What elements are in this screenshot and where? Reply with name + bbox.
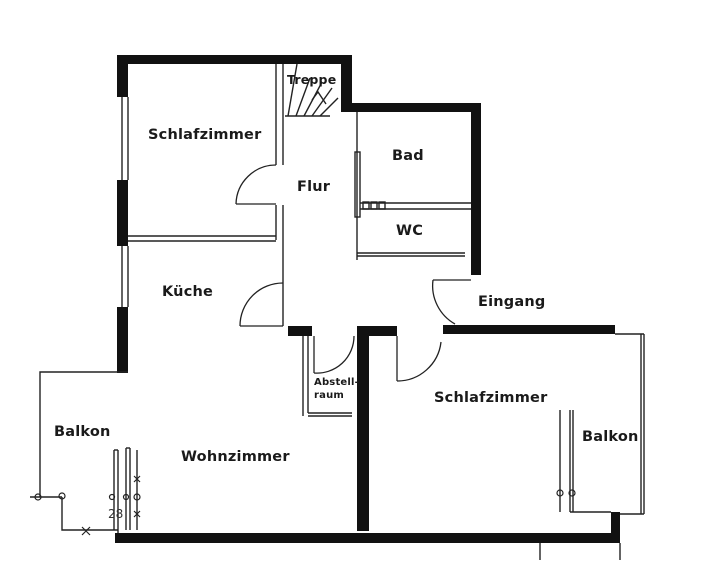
room-label-schlafzimmer-2: Schlafzimmer	[434, 390, 548, 406]
room-label-balkon-1: Balkon	[54, 424, 111, 440]
room-label-wc: WC	[396, 223, 424, 239]
room-label-schlafzimmer-1: Schlafzimmer	[148, 127, 262, 143]
dimension-label: 28	[108, 507, 124, 521]
room-label-kueche: Küche	[162, 284, 214, 300]
room-label-wohnzimmer: Wohnzimmer	[181, 449, 290, 465]
room-label-abstellraum-line2: raum	[314, 390, 345, 401]
room-label-treppe: Treppe	[287, 72, 337, 87]
room-label-flur: Flur	[297, 179, 331, 195]
fixtures	[34, 475, 576, 536]
room-label-bad: Bad	[392, 148, 424, 164]
thin-walls	[30, 63, 645, 560]
room-label-balkon-2: Balkon	[582, 429, 639, 445]
room-label-eingang: Eingang	[478, 294, 546, 310]
room-label-abstellraum-line1: Abstell-	[314, 377, 360, 388]
doors	[235, 164, 471, 382]
thick-walls	[115, 55, 620, 543]
